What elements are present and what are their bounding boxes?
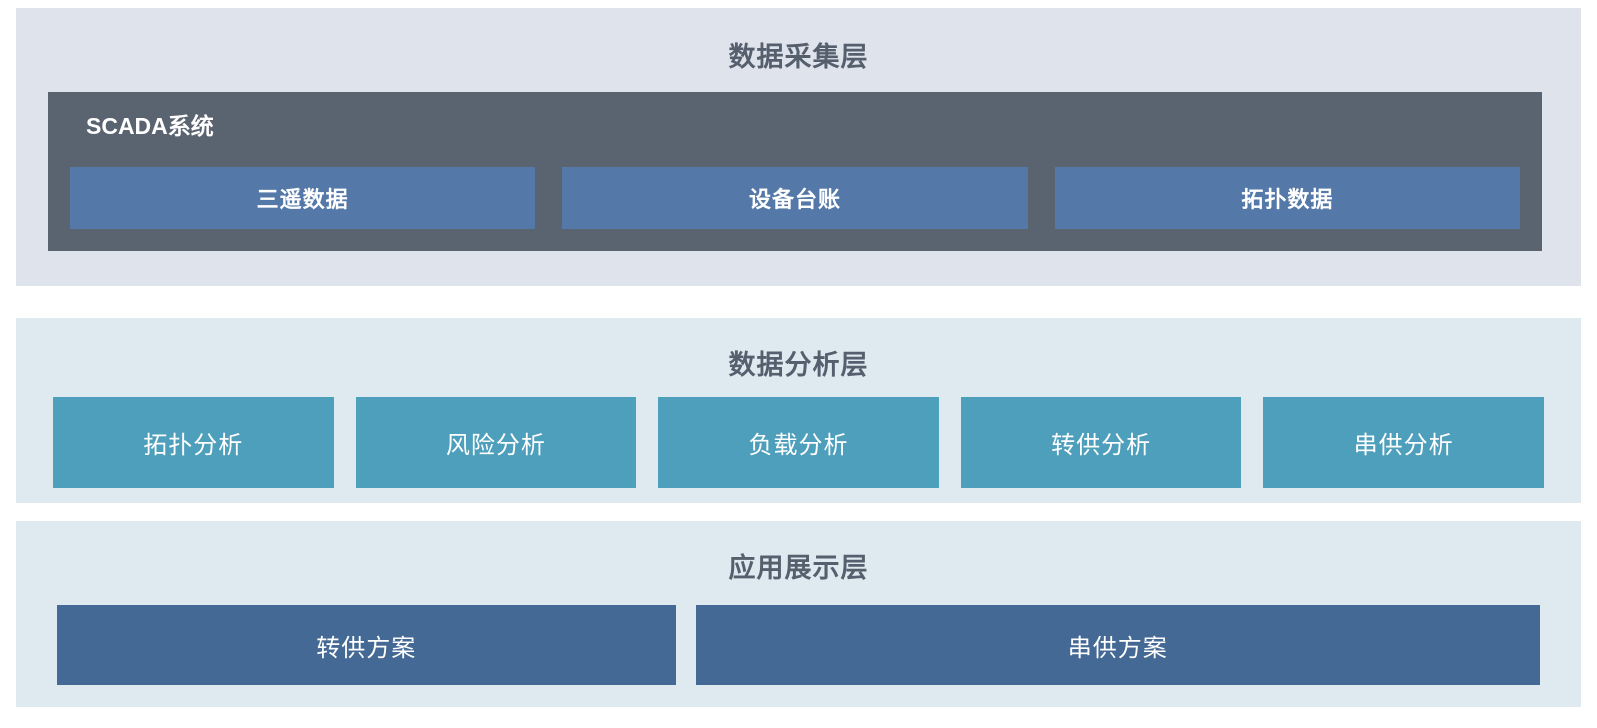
application-item-list: 转供方案 串供方案 [57,605,1540,685]
layer-title-data-analysis: 数据分析层 [728,350,869,380]
analysis-item-risk[interactable]: 风险分析 [355,397,637,488]
layer-data-collection: 数据采集层 SCADA系统 三遥数据 设备台账 拓扑数据 [16,8,1581,286]
analysis-item-list: 拓扑分析 风险分析 负载分析 转供分析 串供分析 [53,397,1544,488]
layer-title-application-display: 应用展示层 [728,553,869,583]
application-item-series-supply-plan[interactable]: 串供方案 [695,605,1540,685]
scada-item-telemetry-data[interactable]: 三遥数据 [70,167,536,229]
scada-system-label: SCADA系统 [86,113,214,139]
analysis-item-transfer-supply[interactable]: 转供分析 [960,397,1242,488]
scada-item-topology-data[interactable]: 拓扑数据 [1054,167,1520,229]
scada-item-list: 三遥数据 设备台账 拓扑数据 [70,167,1520,229]
analysis-item-series-supply[interactable]: 串供分析 [1263,397,1544,488]
application-item-transfer-supply-plan[interactable]: 转供方案 [57,605,676,685]
scada-item-equipment-ledger[interactable]: 设备台账 [562,167,1028,229]
analysis-item-load[interactable]: 负载分析 [658,397,939,488]
scada-system-group: SCADA系统 三遥数据 设备台账 拓扑数据 [48,92,1542,251]
layer-data-analysis: 数据分析层 拓扑分析 风险分析 负载分析 转供分析 串供分析 [16,318,1581,503]
layer-application-display: 应用展示层 转供方案 串供方案 [16,521,1581,707]
layer-title-data-collection: 数据采集层 [728,42,869,72]
analysis-item-topology[interactable]: 拓扑分析 [53,397,334,488]
